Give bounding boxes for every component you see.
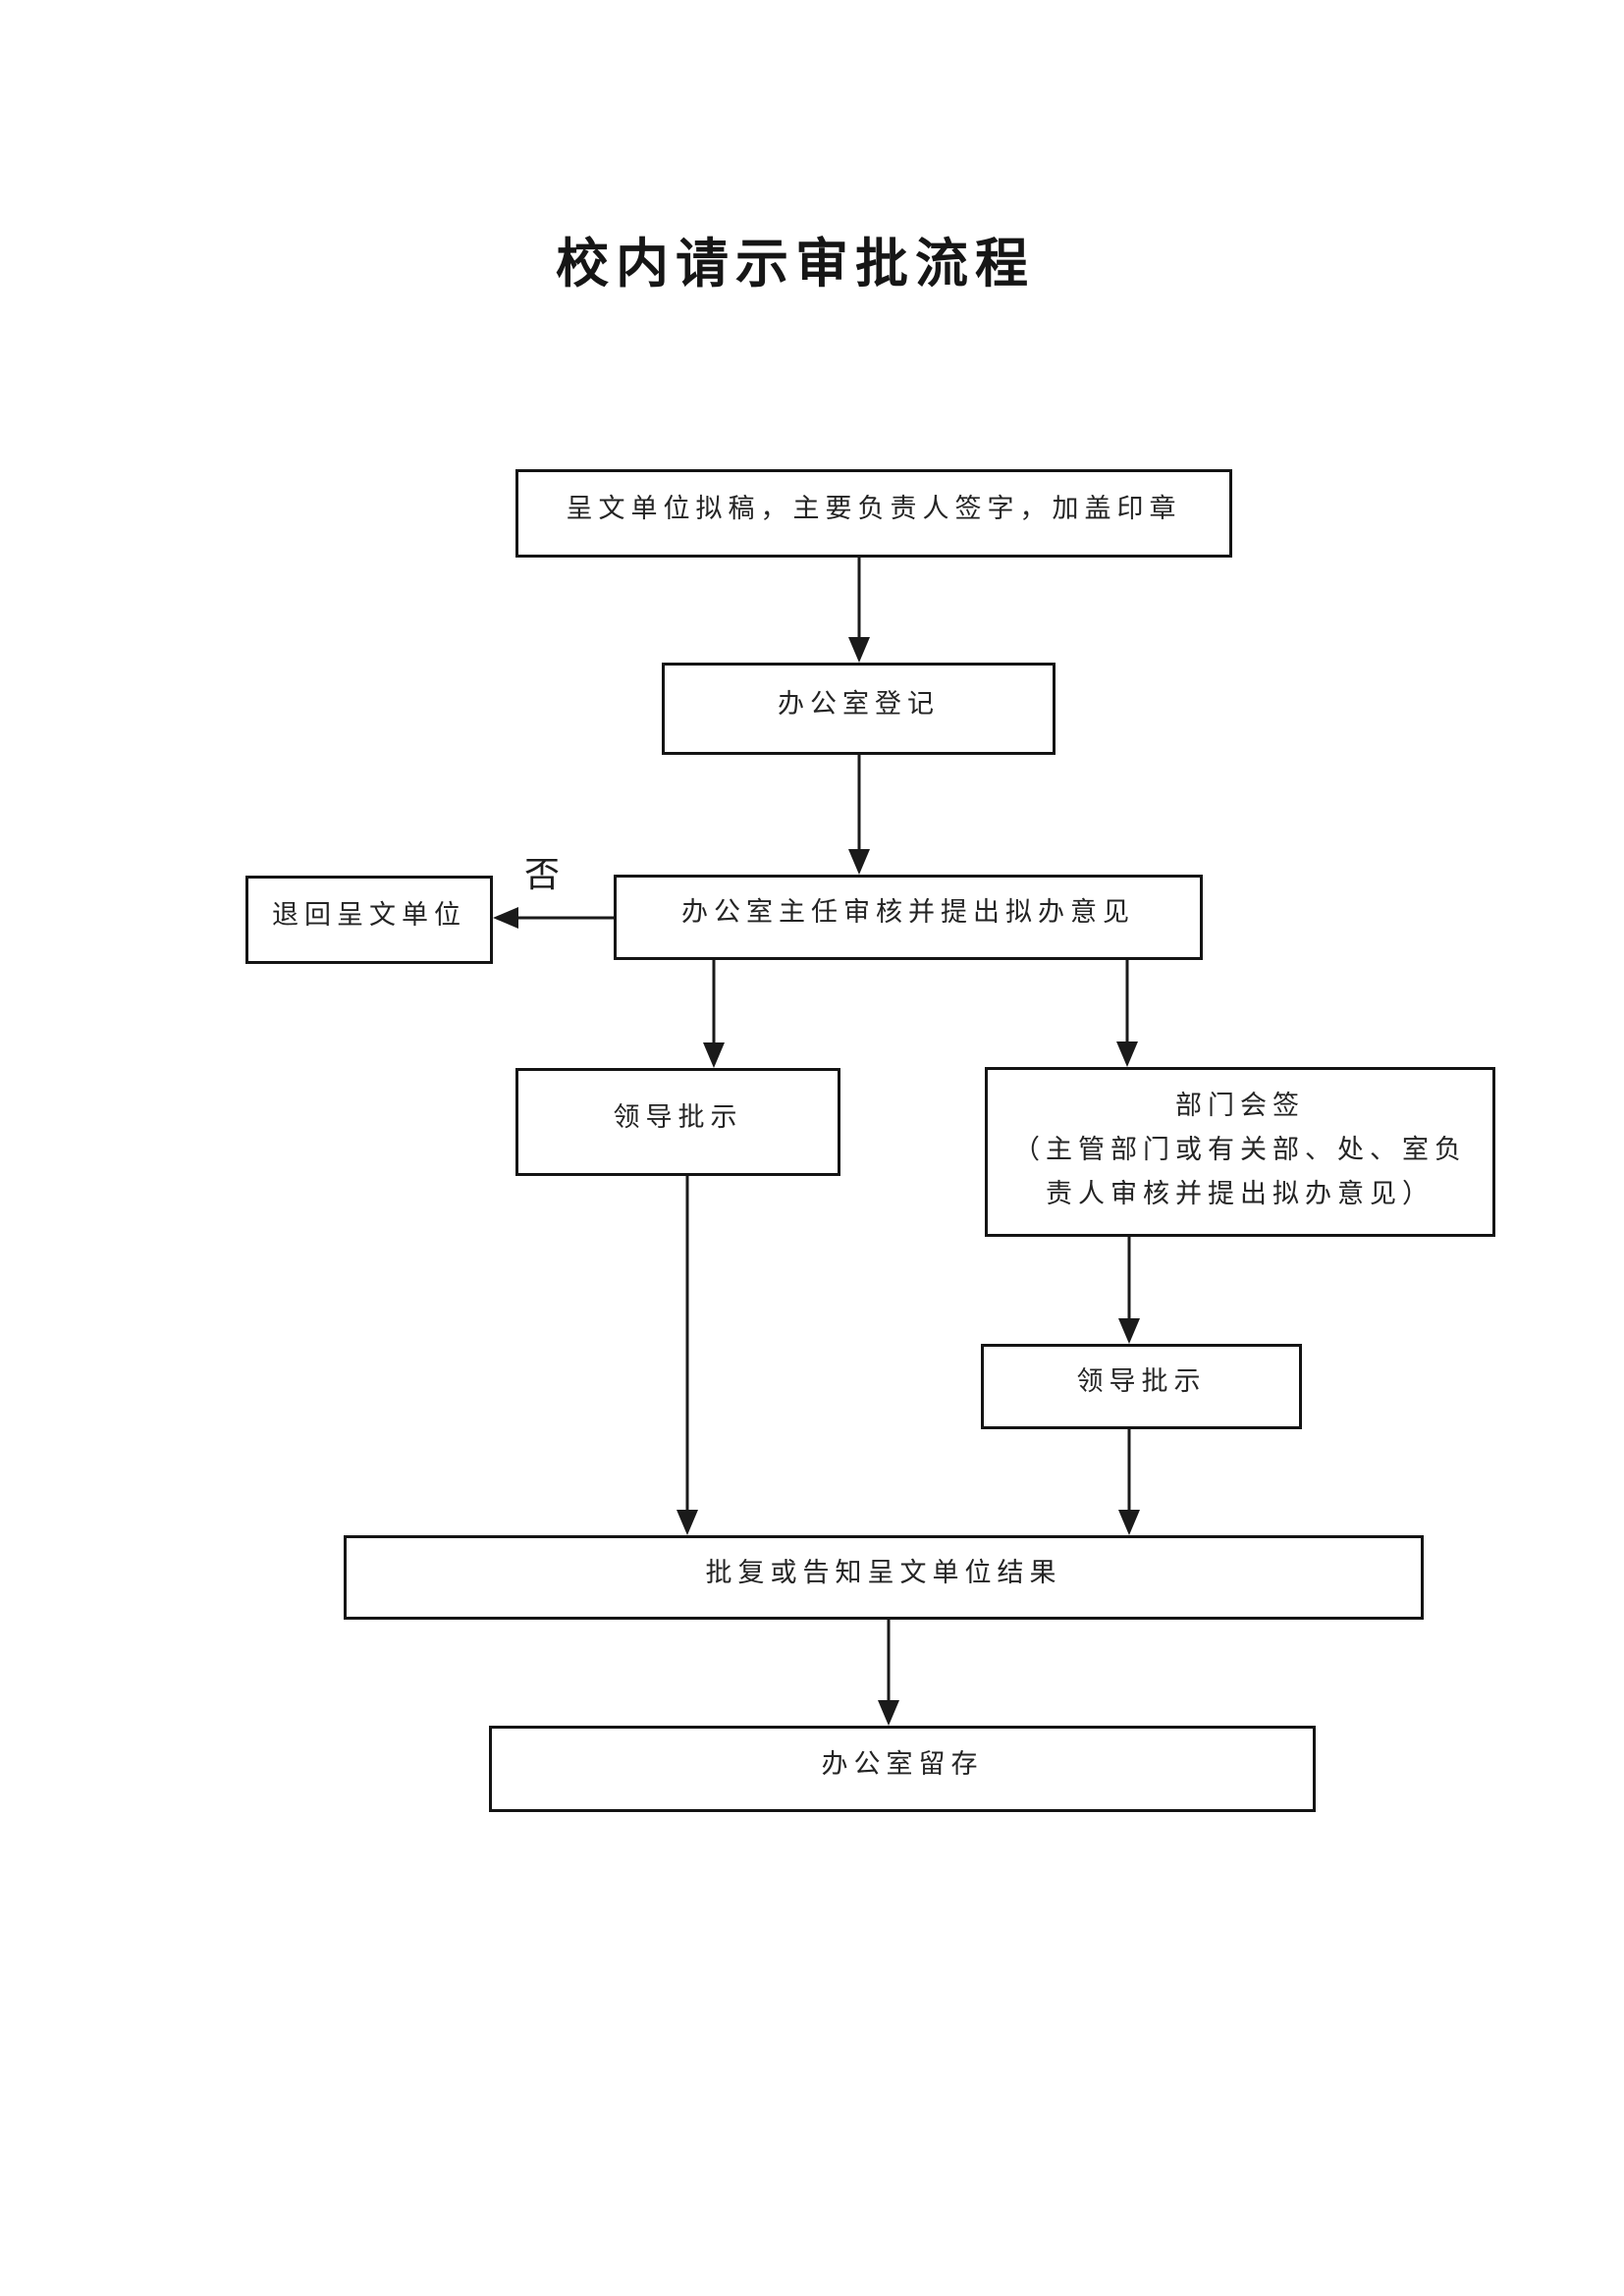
node-leader-instructions-left-label: 领导批示 xyxy=(613,1101,743,1132)
edge-register-director-arrowhead xyxy=(848,849,870,875)
edge-draft-register-arrowhead xyxy=(848,637,870,663)
node-countersign-label-line3: 责人审核并提出拟办意见） xyxy=(1046,1179,1435,1208)
node-office-archive-label: 办公室留存 xyxy=(821,1748,984,1779)
node-leader-instructions-right: 领导批示 xyxy=(981,1344,1302,1429)
node-countersign-label-line1: 部门会签 xyxy=(1175,1091,1305,1120)
node-leader-instructions-left: 领导批示 xyxy=(515,1068,840,1176)
node-reply-result: 批复或告知呈文单位结果 xyxy=(344,1535,1424,1620)
edge-leaderleft-reply-arrowhead xyxy=(677,1510,698,1535)
node-draft: 呈文单位拟稿，主要负责人签字，加盖印章 xyxy=(515,469,1232,558)
node-director-review-label: 办公室主任审核并提出拟办意见 xyxy=(681,897,1135,928)
edge-label-no: 否 xyxy=(524,855,561,894)
node-return-to-sender: 退回呈文单位 xyxy=(245,876,493,964)
node-director-review: 办公室主任审核并提出拟办意见 xyxy=(614,875,1203,960)
edge-leaderright-reply-arrowhead xyxy=(1118,1510,1140,1535)
edge-director-leaderleft-arrowhead xyxy=(703,1042,725,1068)
node-draft-label: 呈文单位拟稿，主要负责人签字，加盖印章 xyxy=(566,493,1182,523)
edge-director-countersign-arrowhead xyxy=(1116,1041,1138,1067)
node-register: 办公室登记 xyxy=(662,663,1056,755)
node-office-archive: 办公室留存 xyxy=(489,1726,1316,1812)
node-register-label: 办公室登记 xyxy=(778,688,940,719)
node-return-to-sender-label: 退回呈文单位 xyxy=(272,899,466,930)
page-title: 校内请示审批流程 xyxy=(556,235,1035,294)
edge-reply-archive-arrowhead xyxy=(878,1700,899,1726)
edge-director-return-arrowhead xyxy=(493,907,518,929)
node-countersign: 部门会签 （主管部门或有关部、处、室负 责人审核并提出拟办意见） xyxy=(985,1067,1495,1237)
node-leader-instructions-right-label: 领导批示 xyxy=(1076,1366,1207,1397)
edge-countersign-leaderright-arrowhead xyxy=(1118,1318,1140,1344)
node-reply-result-label: 批复或告知呈文单位结果 xyxy=(705,1557,1062,1587)
node-countersign-label-line2: （主管部门或有关部、处、室负 xyxy=(1013,1135,1467,1164)
